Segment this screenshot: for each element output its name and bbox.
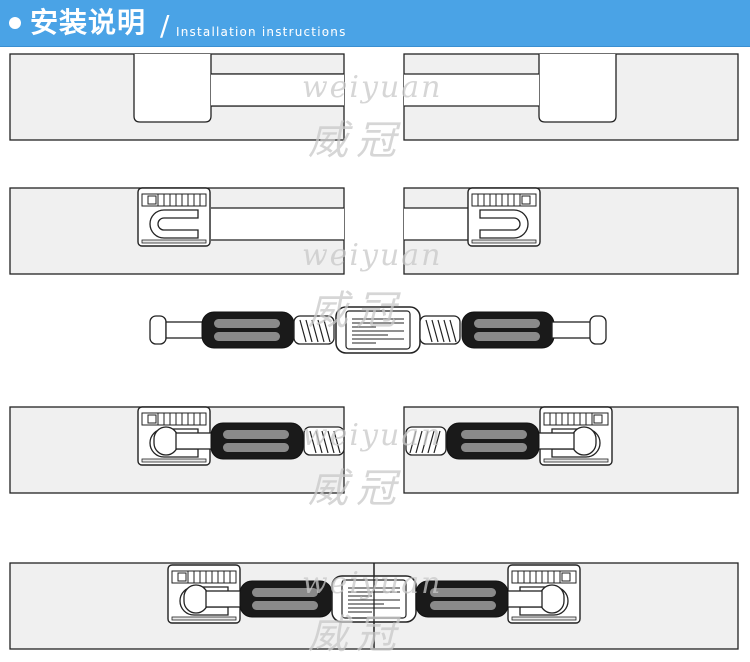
watermark-latin-4: weiyuan (302, 566, 443, 601)
watermark-latin-1: weiyuan (302, 70, 443, 105)
watermark-latin-2: weiyuan (302, 238, 443, 273)
step-4-right-board (403, 406, 739, 494)
watermark-chinese-2: 威冠 (308, 288, 404, 334)
watermark-latin-3: weiyuan (302, 418, 443, 453)
watermark-chinese-1: 威冠 (308, 118, 404, 164)
step-1-left-board (9, 53, 345, 141)
title-separator: / (160, 9, 170, 42)
title-chinese: 安装说明 (30, 6, 147, 39)
title-english-reflection: Installation instructions (176, 30, 347, 37)
step-4-left-board (9, 406, 345, 494)
step-2-right-board (403, 187, 739, 275)
bullet-dot-icon (9, 17, 21, 29)
title-english: Installation instructions (176, 25, 347, 39)
step-2-left-board (9, 187, 345, 275)
installation-diagram (9, 53, 739, 650)
watermark-chinese-3: 威冠 (308, 466, 404, 512)
step-1-right-board (403, 53, 739, 141)
watermark-chinese-4: 威冠 (308, 612, 404, 658)
step-5-joined-boards (9, 562, 739, 650)
header-banner: 安装说明 / Installation instructions Install… (0, 0, 750, 47)
step-3-connector-bolt (149, 306, 607, 354)
